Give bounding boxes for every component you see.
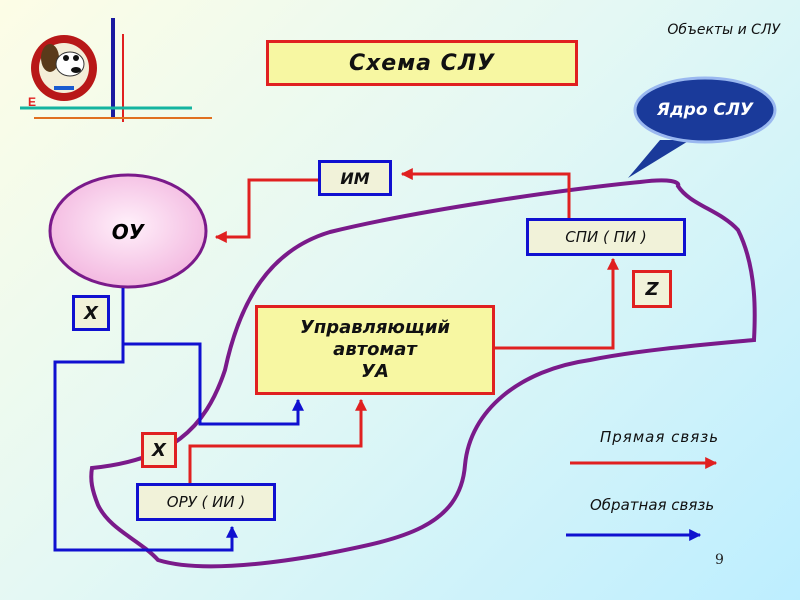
header-text: Объекты и СЛУ [667,22,780,38]
page-title: Схема СЛУ [266,40,578,86]
legend-feedback-label: Обратная связь [590,496,715,514]
link-spi-to-im [400,168,571,218]
im-block: ИМ [318,160,392,196]
z-block: Z [632,270,672,308]
link-ua-to-spi [495,257,619,350]
ou-label: ОУ [111,220,145,244]
legend-direct-label: Прямая связь [600,428,720,446]
core-label: Ядро СЛУ [656,100,754,120]
link-ou-to-oru [53,344,238,552]
x-block-top: X [72,295,110,331]
logo-dog-icon: E [20,18,212,122]
core-callout [628,140,690,178]
ua-line-1: Управляющий [299,317,451,338]
link-im-to-ou [214,178,318,243]
ua-line-3: УА [361,361,389,382]
page-number: 9 [715,552,724,568]
x-block-bottom: X [141,432,177,468]
core-outline [89,178,757,569]
link-ou-to-ua [121,288,304,426]
link-oru-to-ua [188,398,367,483]
svg-text:E: E [28,95,36,109]
oru-block: ОРУ ( ИИ ) [136,483,276,521]
ua-block: Управляющий автомат УА [255,305,495,395]
spi-block: СПИ ( ПИ ) [526,218,686,256]
ou-ellipse [48,173,208,289]
ua-line-2: автомат [333,339,417,360]
